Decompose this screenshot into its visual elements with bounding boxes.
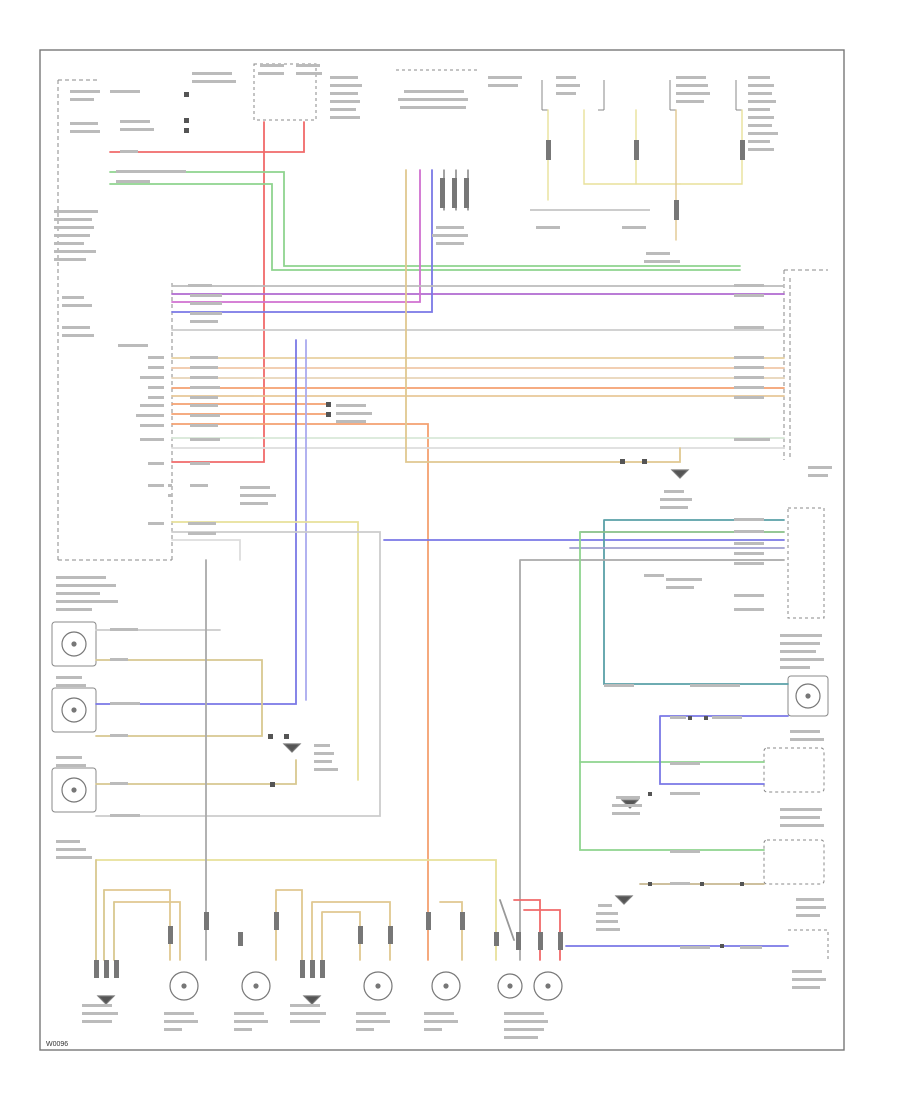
lamp-filament-icon [71,641,77,647]
wires [95,109,789,961]
lamp-filament-icon [375,983,381,989]
lamp-filament-icon [545,983,551,989]
component-boxes [51,63,829,962]
ground-point-icon [614,895,634,905]
ground-point-icon [282,743,302,753]
lamp-filament-icon [443,983,449,989]
right-connector-block [787,507,825,619]
lamp-box-1 [51,621,97,667]
ground-point-icon [96,995,116,1005]
lamp-filament-icon [181,983,187,989]
lamp-bulb-icon [61,777,87,803]
wire-blue-lamp [659,715,789,785]
right-lamp-box-4 [788,929,829,962]
wire-tan-cluster [405,169,681,463]
fuse-box-outline [253,63,317,121]
lamp-bulb-icon [241,971,271,1001]
lamp-icons [61,469,821,1005]
lamp-bracket-1 [541,80,548,111]
wire-green-down [579,531,765,851]
lamp-bulb-icon [795,683,821,709]
lamp-box-3 [51,767,97,813]
ground-point-icon [302,995,322,1005]
right-lamp-box-3 [763,839,825,885]
right-lamp-box-1 [787,675,829,717]
lamp-filament-icon [71,707,77,713]
wire-magenta [171,169,421,303]
lamp-filament-icon [507,983,513,989]
ground-point-icon [670,469,690,479]
diagram-frame [39,49,845,1051]
lamp-bulb-icon [363,971,393,1001]
wire-blue-top [171,169,433,313]
diagram-code: W0096 [46,1041,68,1048]
wire-yellow-bottom [95,859,497,961]
lamp-filament-icon [253,983,259,989]
lamp-bulb-icon [61,631,87,657]
inline-connectors [94,140,745,978]
wire-blue-left [95,339,297,705]
lamp-bulb-icon [431,971,461,1001]
wire-gray-right [519,559,785,961]
connector-pins [184,92,744,948]
lamp-bulb-icon [169,971,199,1001]
wire-red-1 [109,121,305,153]
wire-gray-3 [95,531,381,817]
lamp-filament-icon [805,693,811,699]
right-lamp-box-2 [763,747,825,793]
exterior-lamp-module-outline [783,269,828,460]
wire-orange-down [171,423,429,961]
lamp-bulb-icon [497,973,523,999]
wire-lamp-feed [95,659,263,737]
lamp-bulb-icon [61,697,87,723]
lamp-box-2 [51,687,97,733]
lighting-control-module-outline [57,80,173,561]
lamp-filament-icon [71,787,77,793]
lamp-bracket-3 [735,80,742,111]
wire-yellow-1 [171,521,359,781]
lamp-bracket-2 [669,80,676,111]
lamp-bulb-icon [533,971,563,1001]
wire-green-2 [109,183,741,271]
label-blocks [54,64,832,1039]
wire-green-1 [109,171,741,267]
